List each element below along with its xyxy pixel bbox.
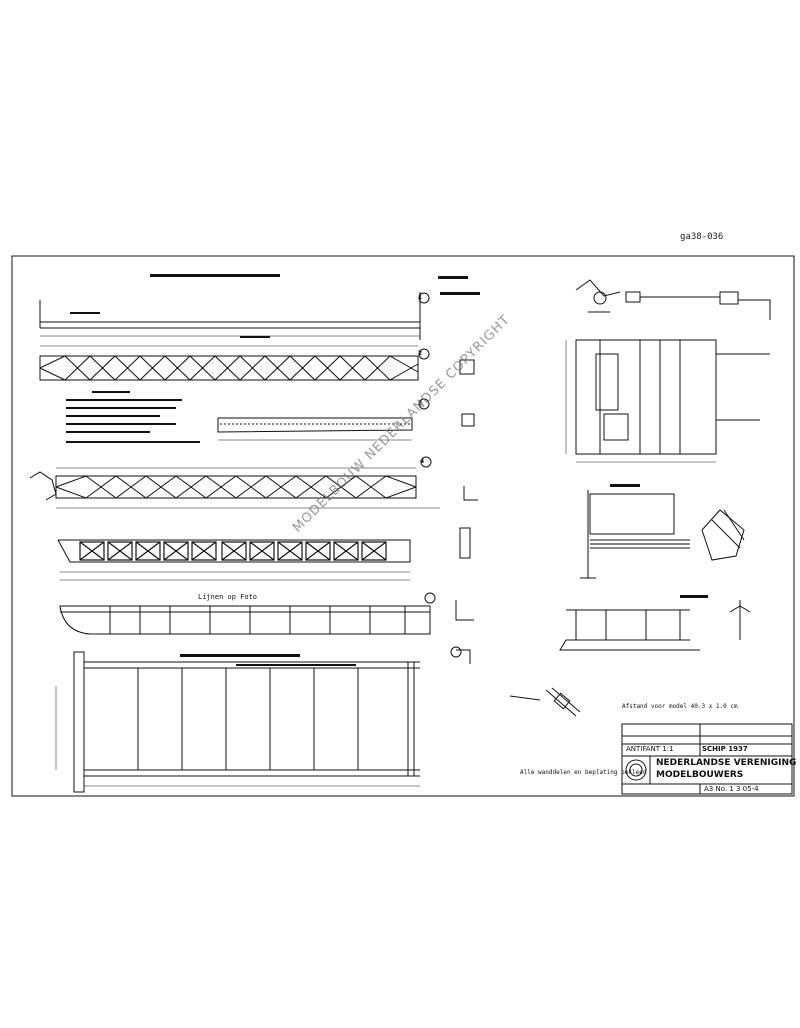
drawing-number: A3 No. 1 3 05-4 <box>704 785 759 793</box>
org-name-line-1: NEDERLANDSE VERENIGING <box>656 758 797 768</box>
drawing-stamp: ga38-036 <box>680 232 724 242</box>
beam-section-detail <box>580 490 690 579</box>
section-markers <box>418 292 462 658</box>
marker-2: 2 <box>418 350 423 357</box>
girder-diamond-bracing-1 <box>39 345 419 381</box>
connection-detail-top <box>575 279 771 320</box>
model-scale-note: Afstand voor model 40.3 x 1.0 cm <box>622 703 738 710</box>
org-name-line-2: MODELBOUWERS <box>656 770 744 780</box>
marker-1: 1 <box>418 294 423 301</box>
dimension-text-dashes <box>70 274 708 666</box>
girder-boxed-bracing <box>57 539 411 581</box>
girder-side-view-1 <box>39 292 421 340</box>
plan-view-right <box>565 339 770 463</box>
girder-diamond-bracing-2 <box>29 467 440 509</box>
drawing-subtitle: ANTIFANT 1:1 <box>626 745 674 753</box>
drawing-title: SCHIP 1937 <box>702 745 748 753</box>
plating-note: Alle wanddelen en beplating bekleed <box>520 769 647 776</box>
note-text-lines <box>66 391 200 443</box>
lower-section-detail <box>559 600 751 651</box>
marker-3: 3 <box>418 400 423 407</box>
bottom-frame-view <box>55 651 420 793</box>
sheet-border <box>11 255 795 797</box>
girder-vertical-posts <box>59 605 431 635</box>
profile-sections <box>455 359 478 664</box>
title-block <box>621 723 793 795</box>
angled-detail <box>701 509 745 561</box>
plate-section-view <box>217 417 413 441</box>
society-seal <box>625 759 647 781</box>
marker-4: 4 <box>420 458 425 465</box>
bolt-detail <box>509 687 581 717</box>
girder-note: Lijnen op Foto <box>198 593 258 601</box>
